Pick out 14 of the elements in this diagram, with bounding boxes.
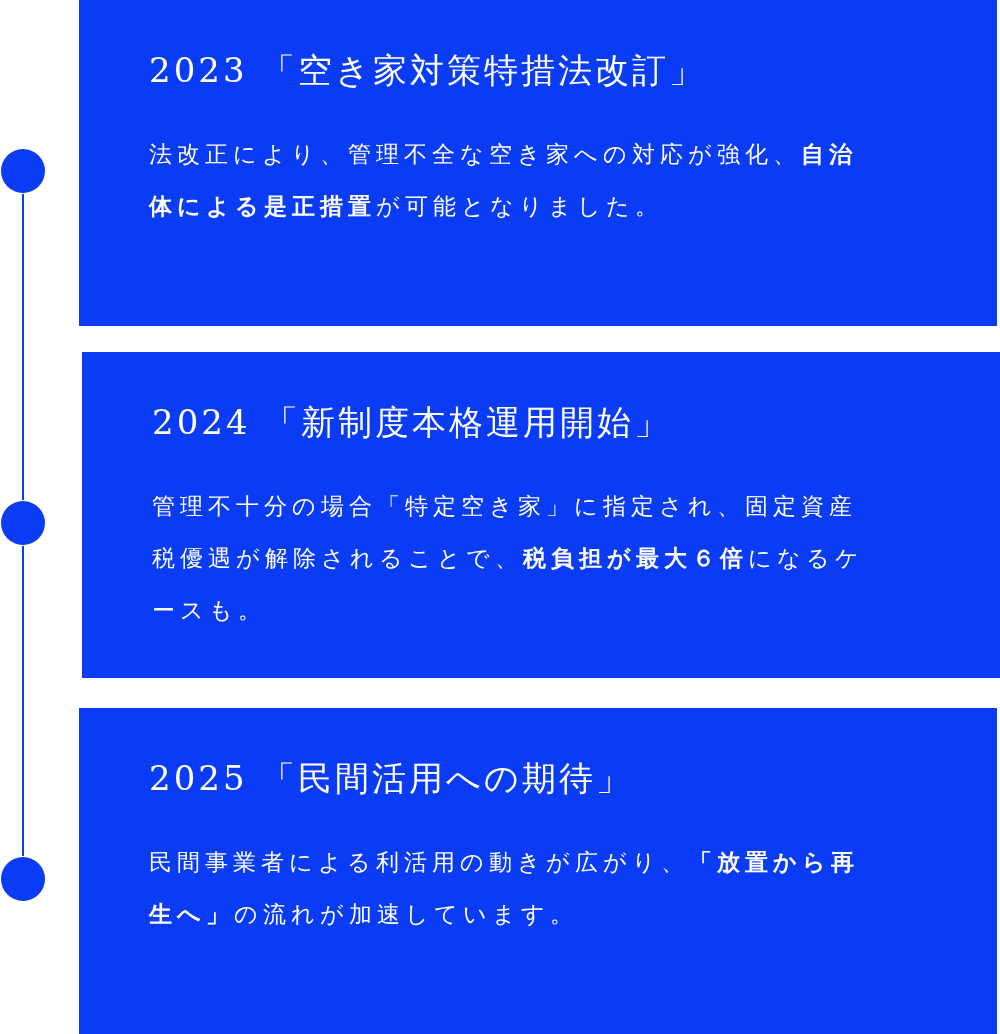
timeline-line xyxy=(22,193,24,501)
timeline-dot xyxy=(0,856,46,902)
card-heading: 2024 「新制度本格運用開始」 xyxy=(152,401,672,444)
timeline-line xyxy=(22,545,24,857)
card-heading: 2025 「民間活用への期待」 xyxy=(149,757,634,800)
timeline-dot xyxy=(0,500,46,546)
timeline-card xyxy=(79,708,997,1034)
card-body-text: 民間事業者による利活用の動きが広がり、「放置から再生へ」の流れが加速しています。 xyxy=(149,848,860,929)
card-heading: 2023 「空き家対策特措法改訂」 xyxy=(149,49,707,92)
card-body-text: 法改正により、管理不全な空き家への対応が強化、自治体による是正措置が可能となりました。 xyxy=(149,140,858,221)
card-body-text: 管理不十分の場合「特定空き家」に指定され、固定資産税優遇が解除されることで、税負担が最大６倍になるケースも。 xyxy=(152,492,865,625)
timeline-dot xyxy=(0,148,46,194)
timeline-card xyxy=(79,0,997,326)
timeline-card xyxy=(82,352,1000,678)
